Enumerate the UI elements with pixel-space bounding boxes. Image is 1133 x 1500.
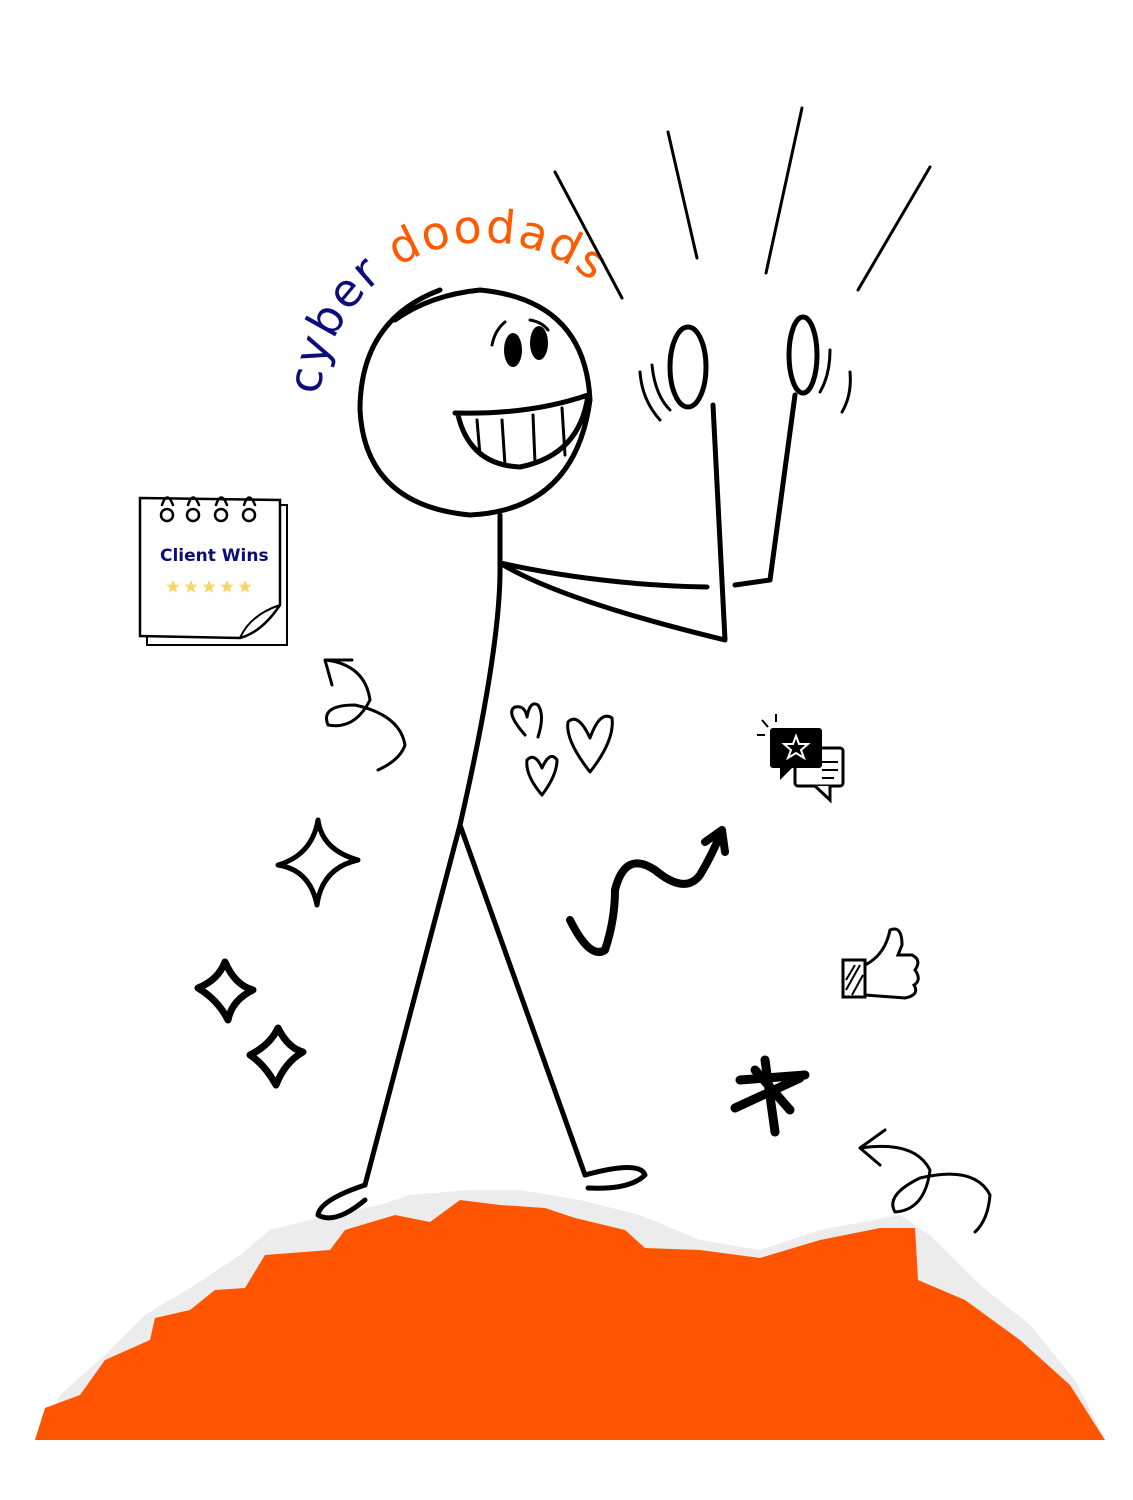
stick-figure	[315, 106, 932, 1221]
curly-arrow-icon	[323, 658, 407, 772]
star-icon	[220, 580, 234, 593]
asterisk-icon	[730, 1055, 810, 1137]
chat-star-icon	[757, 714, 845, 804]
curly-arrow-icon	[858, 1128, 992, 1234]
diamond-icon	[246, 1024, 307, 1089]
squiggle-arrow-icon	[566, 826, 729, 956]
client-wins-notepad: Client Wins	[138, 496, 288, 646]
notepad-title: Client Wins	[160, 546, 269, 566]
orange-ground	[35, 1190, 1105, 1440]
star-icon	[202, 580, 216, 593]
diamond-icon	[194, 958, 257, 1024]
rating-stars	[166, 580, 252, 593]
star-icon	[238, 580, 252, 593]
star-icon	[184, 580, 198, 593]
sparkle-icon	[275, 817, 361, 908]
heart-icon	[525, 754, 559, 797]
heart-icon	[510, 702, 543, 739]
heart-icon	[566, 714, 614, 774]
star-icon	[166, 580, 180, 593]
thumbs-up-icon	[841, 927, 920, 1000]
doodles	[194, 658, 992, 1234]
